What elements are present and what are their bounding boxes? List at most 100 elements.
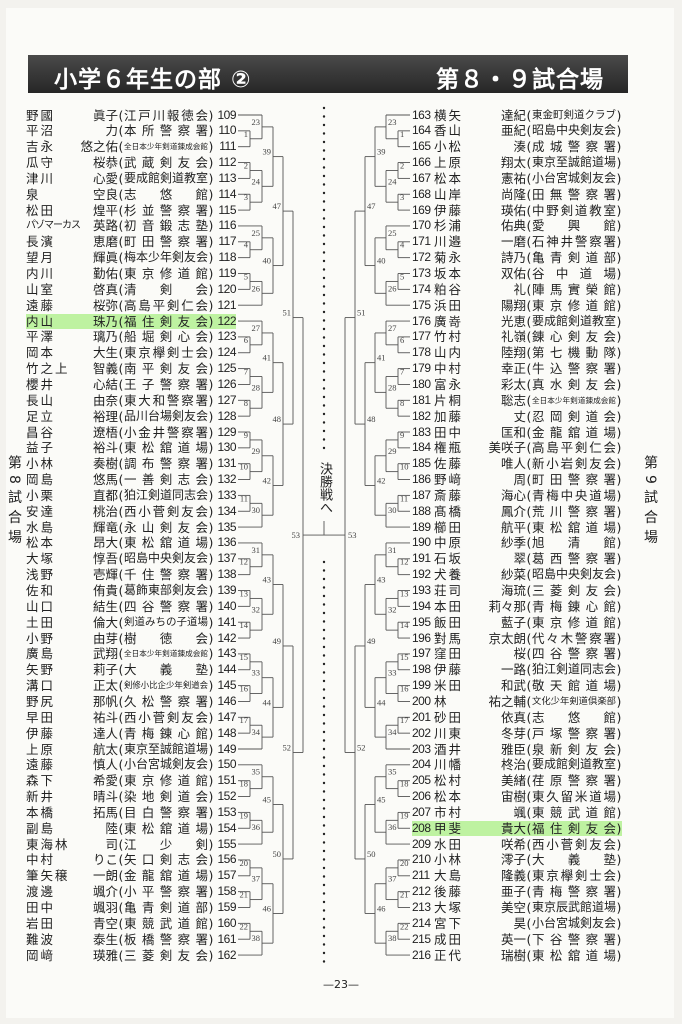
divider-dot <box>322 166 326 169</box>
paren-open: ( <box>526 107 532 123</box>
match-number: 7 <box>400 367 404 377</box>
entry-name: 本田莉々那 <box>434 599 526 614</box>
entry-given-name: 輝眞 <box>92 250 118 266</box>
match-number: 51 <box>283 308 292 318</box>
match-number: 42 <box>263 475 272 485</box>
paren-close: ) <box>616 503 622 519</box>
entry-given-name: 依真 <box>500 709 526 725</box>
entry-club: 成城警察署 <box>532 139 616 155</box>
entry-name: 後藤亜子 <box>434 884 526 899</box>
entry-surname: 森下 <box>26 773 56 789</box>
entry-given-name: 瑞樹 <box>500 947 526 963</box>
entry-club: 久松警察署 <box>124 693 208 709</box>
paren-open: ( <box>118 202 124 218</box>
entry-surname: 田中 <box>26 900 56 915</box>
right-venue-label: 第9試合場 <box>642 455 658 550</box>
entry-row: 東海林司(江少剣)155 <box>26 837 237 852</box>
entry-name: 廣島武翔 <box>26 646 118 661</box>
entry-surname: 泉 <box>26 186 41 202</box>
paren-close: ) <box>208 535 214 551</box>
entry-given-name: 鳳介 <box>500 503 526 519</box>
paren-open: ( <box>526 155 532 171</box>
entry-surname: 水島 <box>26 519 56 535</box>
entry-name: 杉浦佑典 <box>434 218 526 233</box>
entry-name: 松村美緒 <box>434 773 526 788</box>
entry-name: 遠藤慎人 <box>26 757 118 772</box>
entry-given-name: 美緒 <box>500 773 526 789</box>
entry-name: 渡邊颯介 <box>26 884 118 899</box>
entry-name: 岡島悠馬 <box>26 472 118 487</box>
match-number: 28 <box>252 382 261 392</box>
match-number: 53 <box>348 530 357 540</box>
match-number: 24 <box>388 176 397 186</box>
entry-given-name: 一磨 <box>500 234 526 250</box>
entry-club: 代々木警察署 <box>532 630 616 646</box>
divider-dot <box>322 242 326 246</box>
divider-dot <box>322 123 326 127</box>
entry-number: 213 <box>412 900 431 914</box>
entry-row: 平澤璃乃(船堀剣心会)123 <box>26 329 237 344</box>
match-number: 28 <box>388 382 397 392</box>
entry-name: 野尻那帆 <box>26 694 118 709</box>
entry-club: 東京修道館 <box>124 773 208 789</box>
entry-surname: 岩田 <box>26 915 56 931</box>
entry-name: 松本昂大 <box>26 535 118 550</box>
paren-open: ( <box>118 472 124 488</box>
entry-name: 水田咲希 <box>434 837 526 852</box>
paren-close: ) <box>208 804 214 820</box>
paren-open: ( <box>118 709 124 725</box>
entry-surname: 山室 <box>26 281 56 297</box>
entry-number: 130 <box>217 440 236 455</box>
paren-open: ( <box>526 313 532 329</box>
divider-dot <box>322 807 326 810</box>
entry-club: 石神井警察署 <box>532 234 616 250</box>
divider-dot <box>322 892 326 895</box>
entry-given-name: 泰生 <box>92 931 118 947</box>
entry-number: 145 <box>217 678 236 693</box>
paren-open: ( <box>526 329 532 345</box>
entry-surname: 石坂 <box>434 551 464 567</box>
entry-club: 東松舘道場 <box>124 820 208 836</box>
entry-name: 大島隆義 <box>434 868 526 883</box>
entry-surname: 佐和 <box>26 583 56 598</box>
entry-surname: 野國 <box>26 107 56 123</box>
page <box>6 8 674 1018</box>
entry-given-name: 恵磨 <box>92 234 118 250</box>
entry-name: 石坂翠 <box>434 551 526 566</box>
entry-surname: 粕谷 <box>434 281 464 297</box>
entry-surname: 野尻 <box>26 693 56 709</box>
entry-given-name: 眞子 <box>92 107 118 123</box>
entry-given-name: 佑典 <box>500 218 526 234</box>
entry-club: 西小菅剣友会 <box>124 503 208 519</box>
entry-name: 田中匡和 <box>434 425 526 440</box>
entry-given-name: 桜恭 <box>92 155 118 171</box>
match-number: 38 <box>252 933 261 943</box>
entry-surname: 小林 <box>434 852 464 868</box>
entry-row: 内川勤佑(東京修道館)119 <box>26 266 237 281</box>
paren-close: ) <box>208 567 214 583</box>
entry-given-name: 唯人 <box>500 456 526 472</box>
match-number: 16 <box>400 684 409 694</box>
entry-number: 133 <box>217 487 236 502</box>
entry-surname: 中村 <box>26 852 56 868</box>
paren-close: ) <box>208 376 214 392</box>
entry-club: 西小菅剣友会 <box>124 709 208 725</box>
paren-close: ) <box>208 852 214 868</box>
paren-close: ) <box>616 155 622 171</box>
paren-open: ( <box>526 440 532 456</box>
paren-close: ) <box>616 361 622 377</box>
paren-close: ) <box>616 345 622 361</box>
entry-given-name: 裕斗 <box>92 440 118 456</box>
entry-number: 158 <box>217 884 236 899</box>
divider-dot <box>322 106 326 110</box>
entry-surname: 林 <box>434 693 449 709</box>
entry-number: 122 <box>217 313 236 328</box>
entry-club: 陣馬實榮館 <box>532 281 616 297</box>
entry-number: 150 <box>217 757 236 772</box>
entry-given-name: 双佑 <box>500 266 526 281</box>
entry-surname: 昌谷 <box>26 424 56 440</box>
